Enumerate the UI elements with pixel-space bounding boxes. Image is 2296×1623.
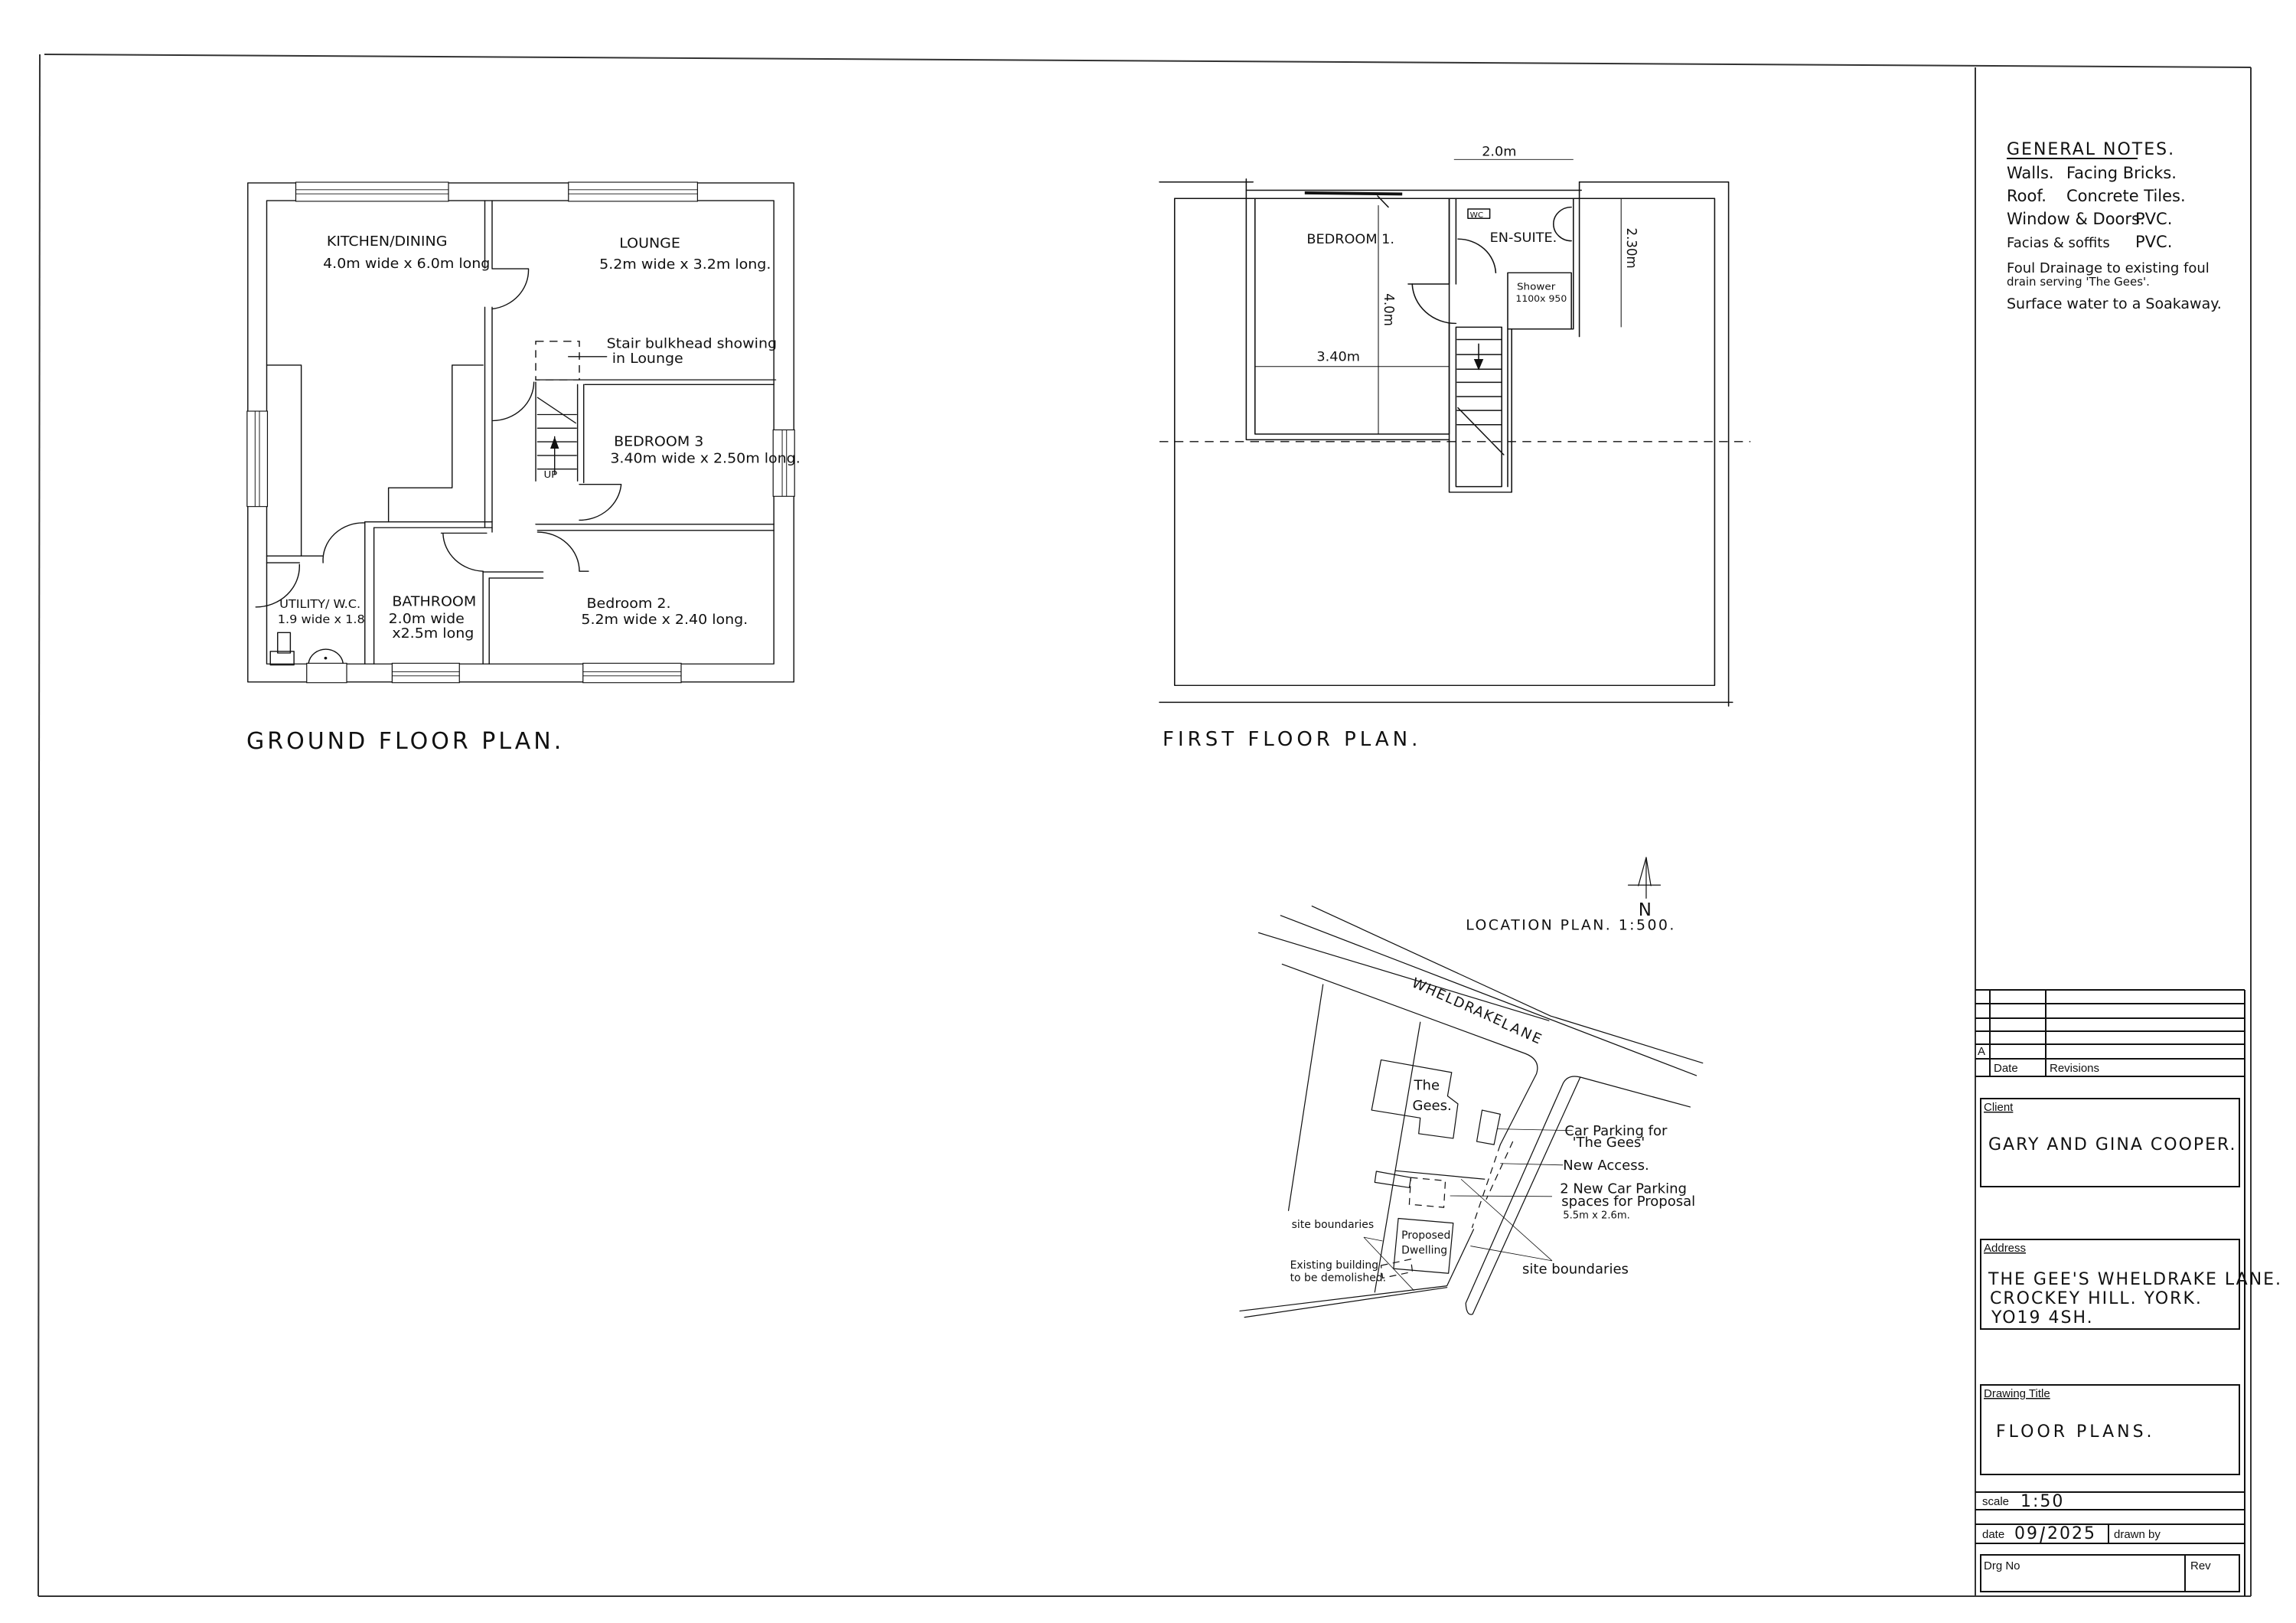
scale-value: 1:50 (2020, 1492, 2064, 1511)
stair-down-arrow-icon (1473, 359, 1484, 371)
dim-bedroom-width: 3.40m (1316, 350, 1360, 364)
note-item-walls: Walls. (2007, 164, 2054, 182)
dim-top: 2.0m (1482, 145, 1516, 159)
note-spec-windows: PVC. (2135, 210, 2172, 228)
dim-ensuite-depth: 2.30m (1623, 228, 1639, 269)
ground-floor-title: GROUND FLOOR PLAN. (246, 728, 564, 755)
date-year: 2025 (2047, 1524, 2096, 1543)
note-spec-walls: Facing Bricks. (2066, 164, 2177, 182)
note-drainage-2: drain serving 'The Gees'. (2007, 275, 2150, 289)
stair-up-arrow-icon (550, 436, 559, 449)
room-size-bathroom-1: 2.0m wide (389, 611, 465, 626)
room-size-bedroom2: 5.2m wide x 2.40 long. (581, 612, 748, 628)
site-boundaries-left: site boundaries (1292, 1219, 1374, 1231)
new-access-note: New Access. (1563, 1158, 1649, 1174)
room-name-utility: UTILITY/ W.C. (279, 597, 360, 611)
note-spec-facias: PVC. (2135, 233, 2172, 251)
shower-size: 1100x 950 (1515, 293, 1567, 304)
existing-building-line2: to be demolished. (1290, 1272, 1387, 1285)
the-gees-line2: Gees. (1413, 1098, 1452, 1114)
room-name-bathroom: BATHROOM (392, 594, 476, 609)
north-label: N (1639, 900, 1652, 920)
room-size-lounge: 5.2m wide x 3.2m long. (599, 257, 771, 273)
room-size-utility: 1.9 wide x 1.8 (278, 612, 365, 625)
ground-floor-labels: KITCHEN/DINING 4.0m wide x 6.0m long LOU… (278, 234, 801, 642)
stair-note-line1: Stair bulkhead showing (607, 336, 777, 351)
client-label: Client (1984, 1101, 2014, 1114)
north-arrow-icon (1627, 857, 1662, 899)
first-floor-title: FIRST FLOOR PLAN. (1163, 728, 1421, 751)
proposed-dwelling-line2: Dwelling (1401, 1244, 1447, 1256)
drawing-title-label: Drawing Title (1984, 1387, 2050, 1400)
dim-bedroom-depth: 4.0m (1381, 293, 1397, 326)
the-gees-line1: The (1414, 1077, 1440, 1093)
general-notes: GENERAL NOTES. Walls. Facing Bricks. Roo… (2007, 140, 2222, 312)
room-name-bedroom2: Bedroom 2. (587, 596, 671, 612)
room-name-lounge: LOUNGE (619, 236, 680, 251)
address-label: Address (1984, 1242, 2026, 1255)
notes-title: GENERAL NOTES. (2007, 140, 2175, 159)
proposed-dwelling-line1: Proposed (1401, 1229, 1450, 1242)
room-size-bathroom-2: x2.5m long (392, 626, 474, 642)
drawing-title: FLOOR PLANS. (1996, 1422, 2155, 1442)
note-surface-water: Surface water to a Soakaway. (2007, 296, 2222, 312)
road-name-2: LANE (1499, 1016, 1545, 1049)
new-parking-note-2: spaces for Proposal (1561, 1194, 1695, 1210)
address-line-3: YO19 4SH. (1991, 1308, 2094, 1327)
ground-floor-plan: KITCHEN/DINING 4.0m wide x 6.0m long LOU… (246, 181, 801, 684)
car-parking-note-1: Car Parking for (1564, 1123, 1668, 1139)
note-item-facias: Facias & soffits (2007, 235, 2110, 251)
room-name-bedroom3: BEDROOM 3 (614, 434, 703, 449)
note-item-windows: Window & Doors. (2007, 210, 2145, 228)
date-month: 09 (2014, 1524, 2039, 1543)
location-plan-title: LOCATION PLAN. 1:500. (1466, 916, 1676, 933)
existing-building-line1: Existing building (1290, 1259, 1378, 1272)
address-line-1: THE GEE'S WHELDRAKE LANE. (1988, 1270, 2282, 1289)
new-parking-note-1: 2 New Car Parking (1560, 1181, 1687, 1197)
title-block: A Date Revisions Client Address Drawing … (1975, 989, 2282, 1596)
stair-note-line2: in Lounge (612, 351, 683, 366)
the-gees-building (1371, 1059, 1459, 1139)
sheet-frame (38, 54, 2252, 1597)
gees-parking (1476, 1109, 1501, 1145)
drawn-by-label: drawn by (2114, 1528, 2161, 1541)
client-name: GARY AND GINA COOPER. (1988, 1135, 2237, 1154)
room-name-kitchen: KITCHEN/DINING (327, 234, 448, 250)
note-drainage-1: Foul Drainage to existing foul (2007, 260, 2210, 276)
room-size-kitchen: 4.0m wide x 6.0m long (323, 256, 490, 272)
site-boundaries-right: site boundaries (1522, 1261, 1629, 1277)
revisions-column-header: Revisions (2050, 1062, 2099, 1075)
room-name-bedroom1: BEDROOM 1. (1306, 233, 1394, 247)
car-parking-note-2: 'The Gees' (1573, 1135, 1645, 1151)
note-spec-roof: Concrete Tiles. (2066, 187, 2186, 205)
date-column-header: Date (1994, 1062, 2018, 1075)
address-line-2: CROCKEY HILL. YORK. (1990, 1289, 2203, 1308)
first-floor-plan: BEDROOM 1. EN-SUITE. WC Shower 1100x 950… (1159, 145, 1751, 707)
stair-up-label: UP (543, 469, 557, 481)
new-parking-note-3: 5.5m x 2.6m. (1563, 1210, 1630, 1222)
first-floor-stair-treads (1456, 338, 1505, 456)
date-label: date (1982, 1528, 2004, 1541)
proposed-dwelling (1393, 1217, 1454, 1274)
shower-label: Shower (1517, 282, 1556, 293)
room-name-ensuite: EN-SUITE. (1490, 231, 1557, 246)
drg-no-label: Drg No (1984, 1559, 2020, 1572)
note-item-roof: Roof. (2007, 187, 2047, 205)
scale-label: scale (1982, 1495, 2009, 1508)
rev-label: Rev (2190, 1559, 2211, 1572)
location-plan: N LOCATION PLAN. 1:500. WHELDRAKE LANE T… (1239, 857, 1704, 1318)
wc-label: WC (1470, 211, 1484, 220)
new-parking-spaces (1408, 1177, 1446, 1208)
revision-letter: A (1978, 1045, 1985, 1058)
room-size-bedroom3: 3.40m wide x 2.50m long. (610, 451, 800, 466)
